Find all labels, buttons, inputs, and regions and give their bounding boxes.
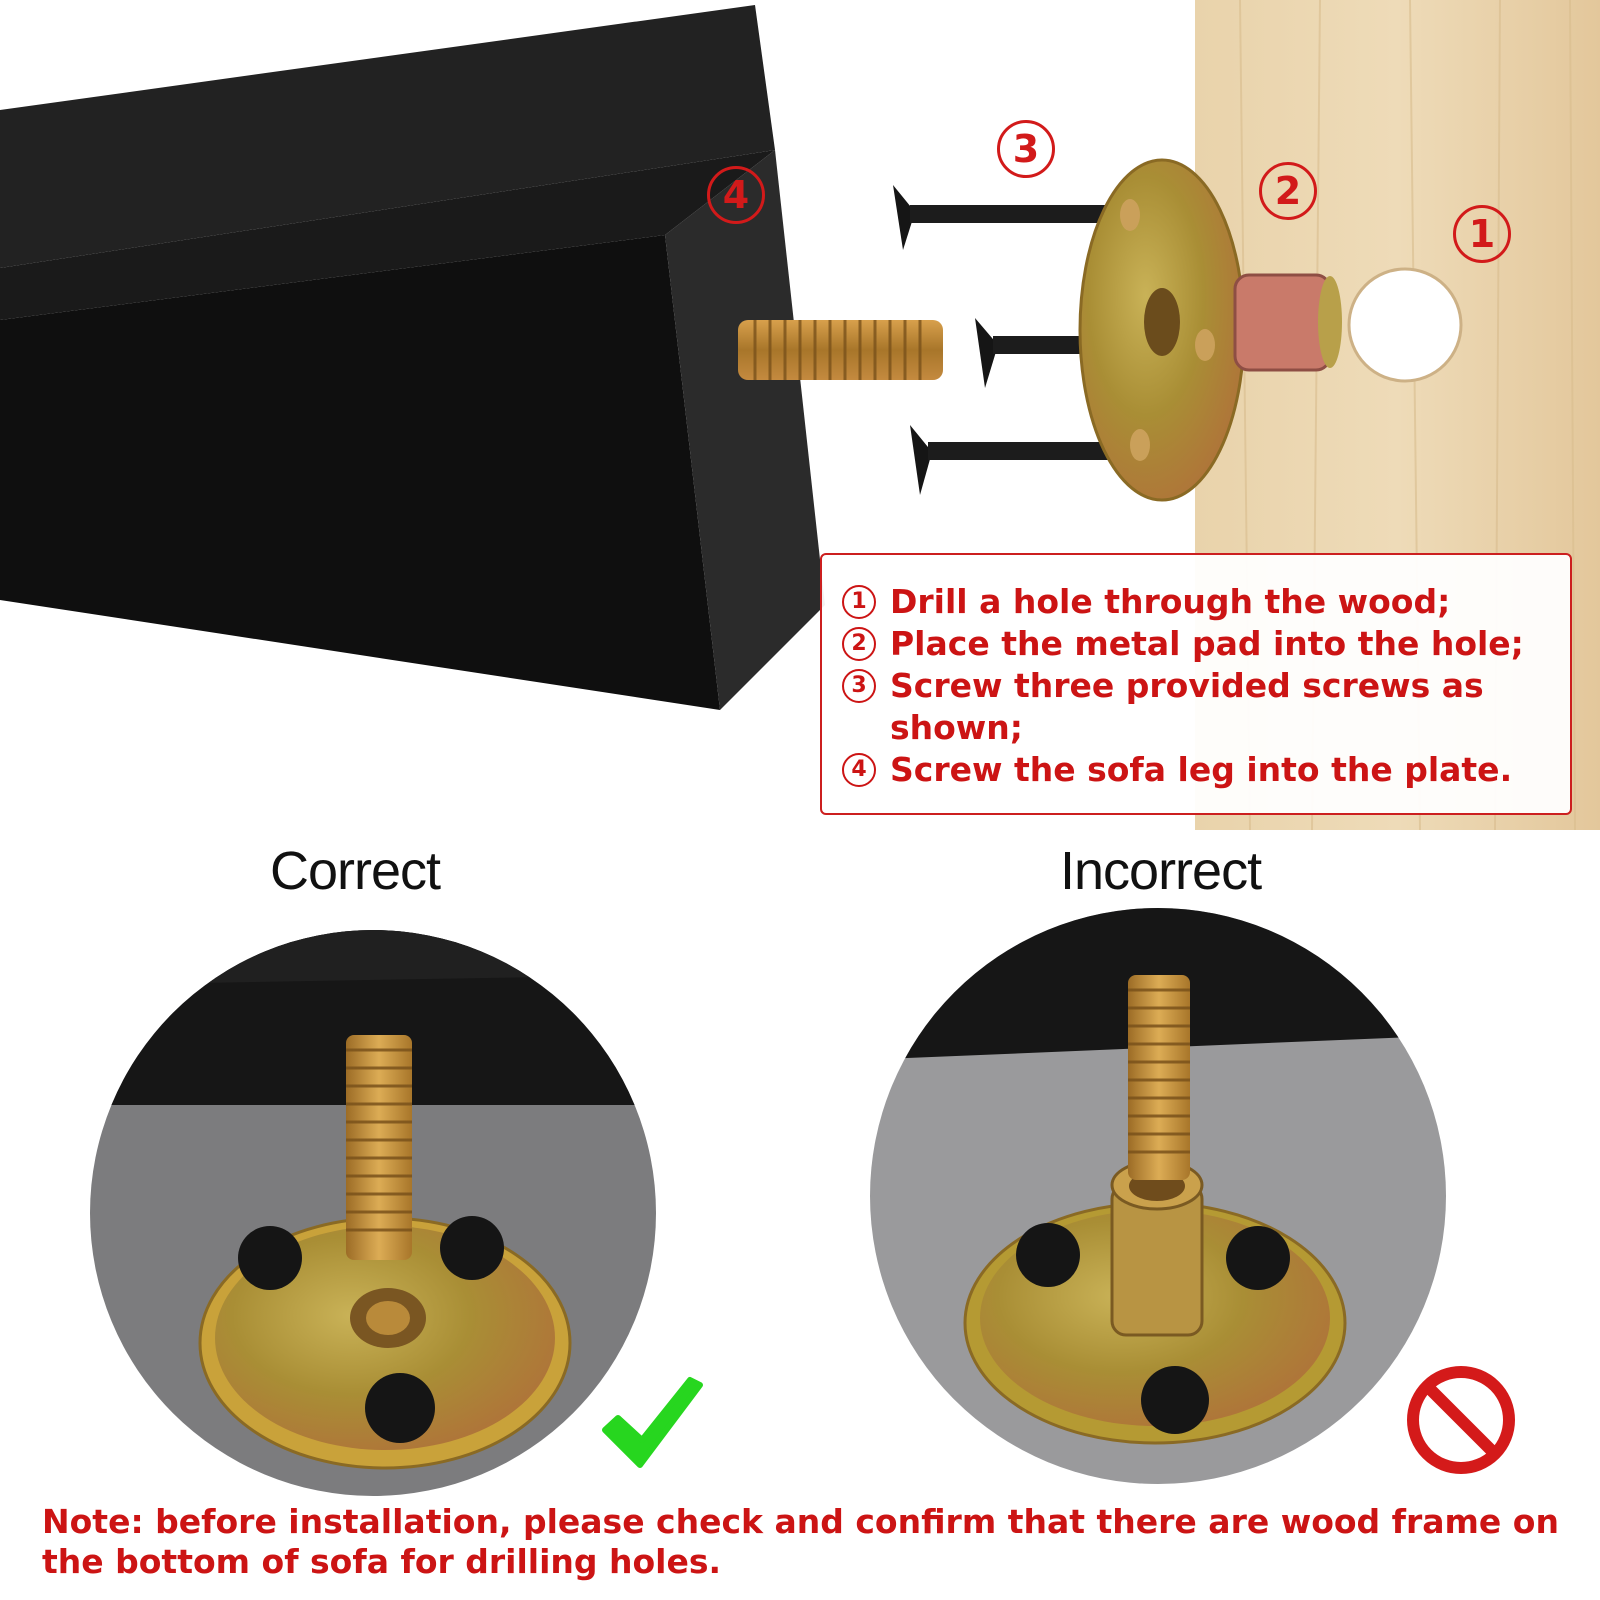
prohibited-icon [1407, 1366, 1515, 1474]
step-text: Drill a hole through the wood; [890, 582, 1451, 621]
instructions-box: 1 Drill a hole through the wood; 2 Place… [820, 553, 1572, 815]
checkmark-icon [602, 1377, 703, 1468]
step-3: 3 Screw three provided screws as shown; [842, 665, 1552, 749]
step-number: 4 [842, 753, 876, 787]
step-number: 2 [842, 627, 876, 661]
correct-heading: Correct [270, 841, 441, 901]
step-2: 2 Place the metal pad into the hole; [842, 623, 1552, 665]
correct-photo [90, 930, 656, 1496]
marker-screws: 3 [997, 120, 1055, 178]
marker-plate: 2 [1259, 162, 1317, 220]
sofa-leg [0, 5, 825, 710]
step-text: Screw the sofa leg into the plate. [890, 750, 1513, 789]
step-number: 1 [842, 585, 876, 619]
marker-leg: 4 [707, 166, 765, 224]
marker-hole: 1 [1453, 205, 1511, 263]
incorrect-heading: Incorrect [1060, 841, 1262, 901]
step-4: 4 Screw the sofa leg into the plate. [842, 749, 1552, 791]
step-1: 1 Drill a hole through the wood; [842, 581, 1552, 623]
step-number: 3 [842, 669, 876, 703]
incorrect-photo [870, 908, 1446, 1484]
installation-note: Note: before installation, please check … [42, 1502, 1559, 1581]
hanger-bolt [738, 320, 943, 380]
t-nut-plate [1078, 158, 1342, 502]
step-text: Screw three provided screws as shown; [890, 666, 1484, 747]
drilled-hole [1347, 267, 1463, 383]
step-text: Place the metal pad into the hole; [890, 624, 1524, 663]
